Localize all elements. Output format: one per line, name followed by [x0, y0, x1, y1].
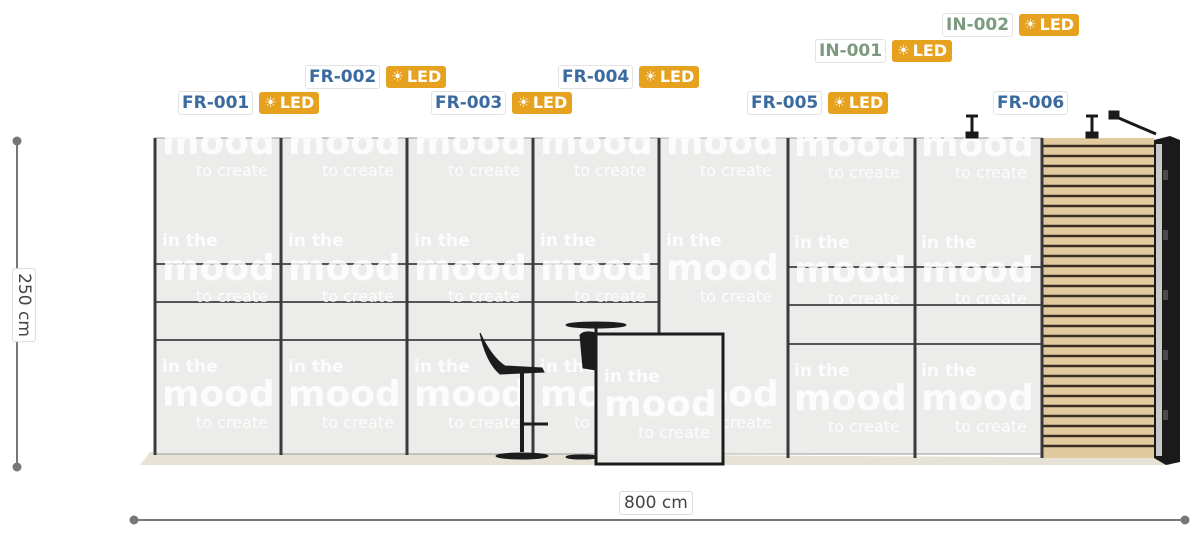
led-badge: ☀LED — [828, 92, 889, 114]
fixture-code: FR-001 — [178, 91, 254, 115]
sun-icon: ☀ — [644, 69, 657, 85]
label-fr-005: FR-005 ☀LED — [747, 91, 889, 115]
label-fr-006: FR-006 — [993, 91, 1069, 115]
spotlights — [965, 110, 1157, 139]
bar-stool — [479, 332, 549, 460]
label-fr-003: FR-003 ☀LED — [431, 91, 573, 115]
led-badge: ☀LED — [1019, 14, 1080, 36]
label-fr-004: FR-004 ☀LED — [558, 65, 700, 89]
wood-slat-wall — [1040, 136, 1180, 465]
label-in-002: IN-002 ☀LED — [942, 13, 1080, 37]
sun-icon: ☀ — [1024, 17, 1037, 33]
fixture-code: FR-005 — [747, 91, 823, 115]
counter — [594, 332, 725, 466]
sun-icon: ☀ — [833, 95, 846, 111]
width-dimension-label: 800 cm — [619, 491, 693, 515]
label-fr-002: FR-002 ☀LED — [305, 65, 447, 89]
label-in-001: IN-001 ☀LED — [815, 39, 953, 63]
sun-icon: ☀ — [897, 43, 910, 59]
fixture-code: FR-006 — [993, 91, 1069, 115]
fixture-code: FR-003 — [431, 91, 507, 115]
sun-icon: ☀ — [391, 69, 404, 85]
led-badge: ☀LED — [259, 92, 320, 114]
height-dimension-label: 250 cm — [11, 268, 36, 342]
led-badge: ☀LED — [512, 92, 573, 114]
sun-icon: ☀ — [264, 95, 277, 111]
fixture-code: FR-002 — [305, 65, 381, 89]
fixture-code: IN-002 — [942, 13, 1014, 37]
fixture-code: IN-001 — [815, 39, 887, 63]
led-badge: ☀LED — [386, 66, 447, 88]
label-fr-001: FR-001 ☀LED — [178, 91, 320, 115]
fixture-code: FR-004 — [558, 65, 634, 89]
led-badge: ☀LED — [639, 66, 700, 88]
led-badge: ☀LED — [892, 40, 953, 62]
sun-icon: ☀ — [517, 95, 530, 111]
